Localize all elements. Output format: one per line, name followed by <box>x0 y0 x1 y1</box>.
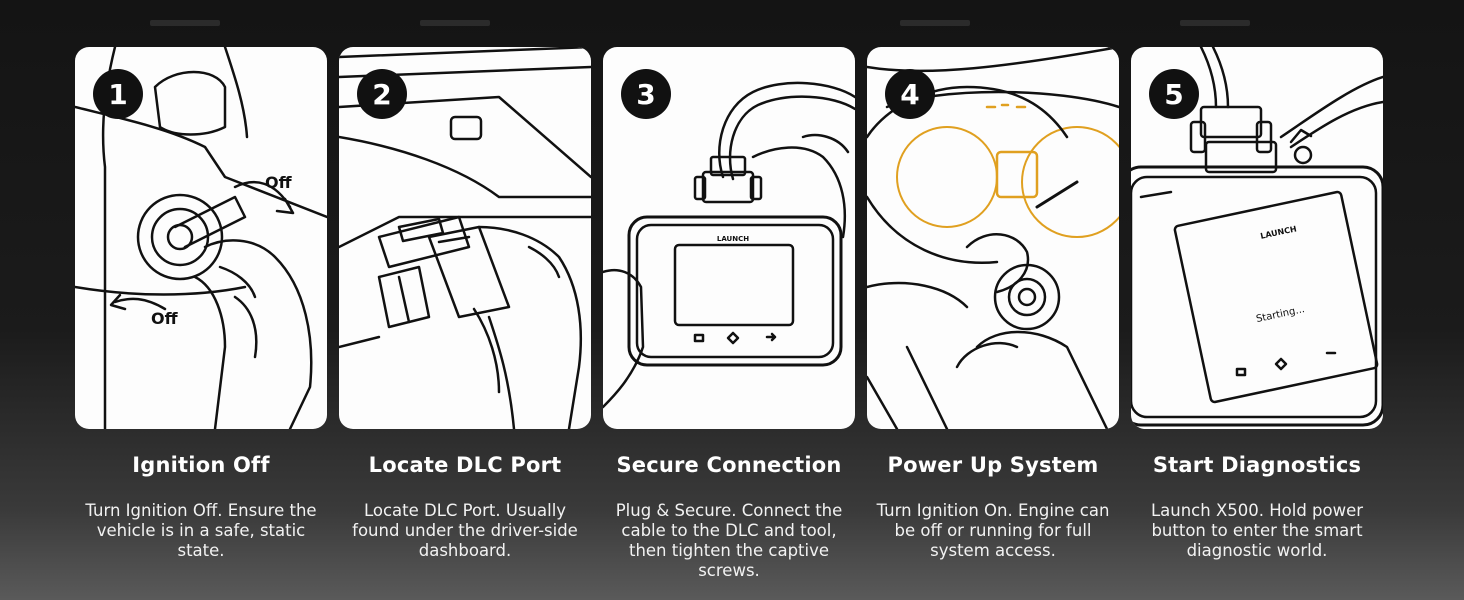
step-1-illustration-card: Off Off 1 <box>75 47 327 429</box>
step-2-illustration-card: 2 <box>339 47 591 429</box>
step-5-title: Start Diagnostics <box>1152 453 1362 477</box>
step-3-illustration-card: LAUNCH 3 <box>603 47 855 429</box>
secure-connection-illustration: LAUNCH <box>603 81 855 409</box>
device-brand-label: LAUNCH <box>717 235 749 243</box>
step-5-description: Launch X500. Hold power button to enter … <box>1150 501 1364 560</box>
ignition-key-illustration: Off Off <box>75 47 327 429</box>
device-brand-label: LAUNCH <box>1260 224 1298 240</box>
steps-row: Off Off 1 Ignition Off Turn Ignition Off… <box>75 47 1383 600</box>
step-1-title: Ignition Off <box>132 453 270 477</box>
step-4-illustration-card: 4 <box>867 47 1119 429</box>
background-lights <box>0 0 1464 40</box>
step-3-number-badge: 3 <box>621 69 671 119</box>
device-screen-text: Starting... <box>1255 304 1306 325</box>
step-5: LAUNCH Starting... 5 Start Diagnostics L… <box>1131 47 1383 600</box>
step-3-title: Secure Connection <box>616 453 842 477</box>
step-2-title: Locate DLC Port <box>368 453 562 477</box>
step-4-number-badge: 4 <box>885 69 935 119</box>
step-4-title: Power Up System <box>887 453 1099 477</box>
step-3-description: Plug & Secure. Connect the cable to the … <box>615 501 843 580</box>
step-4-description: Turn Ignition On. Engine can be off or r… <box>876 501 1110 560</box>
step-1-number-badge: 1 <box>93 69 143 119</box>
step-5-number-badge: 5 <box>1149 69 1199 119</box>
dlc-port-illustration <box>339 47 591 429</box>
step-2-number-badge: 2 <box>357 69 407 119</box>
step-1: Off Off 1 Ignition Off Turn Ignition Off… <box>75 47 327 600</box>
start-diagnostics-illustration: LAUNCH Starting... <box>1131 47 1383 427</box>
step-3: LAUNCH 3 Secure Connection Plug & Secure… <box>603 47 855 600</box>
off-label-bottom: Off <box>151 309 179 328</box>
step-4: 4 Power Up System Turn Ignition On. Engi… <box>867 47 1119 600</box>
step-2-description: Locate DLC Port. Usually found under the… <box>352 501 578 560</box>
step-5-illustration-card: LAUNCH Starting... 5 <box>1131 47 1383 429</box>
off-label-top: Off <box>265 173 293 192</box>
step-1-description: Turn Ignition Off. Ensure the vehicle is… <box>85 501 317 560</box>
step-2: 2 Locate DLC Port Locate DLC Port. Usual… <box>339 47 591 600</box>
